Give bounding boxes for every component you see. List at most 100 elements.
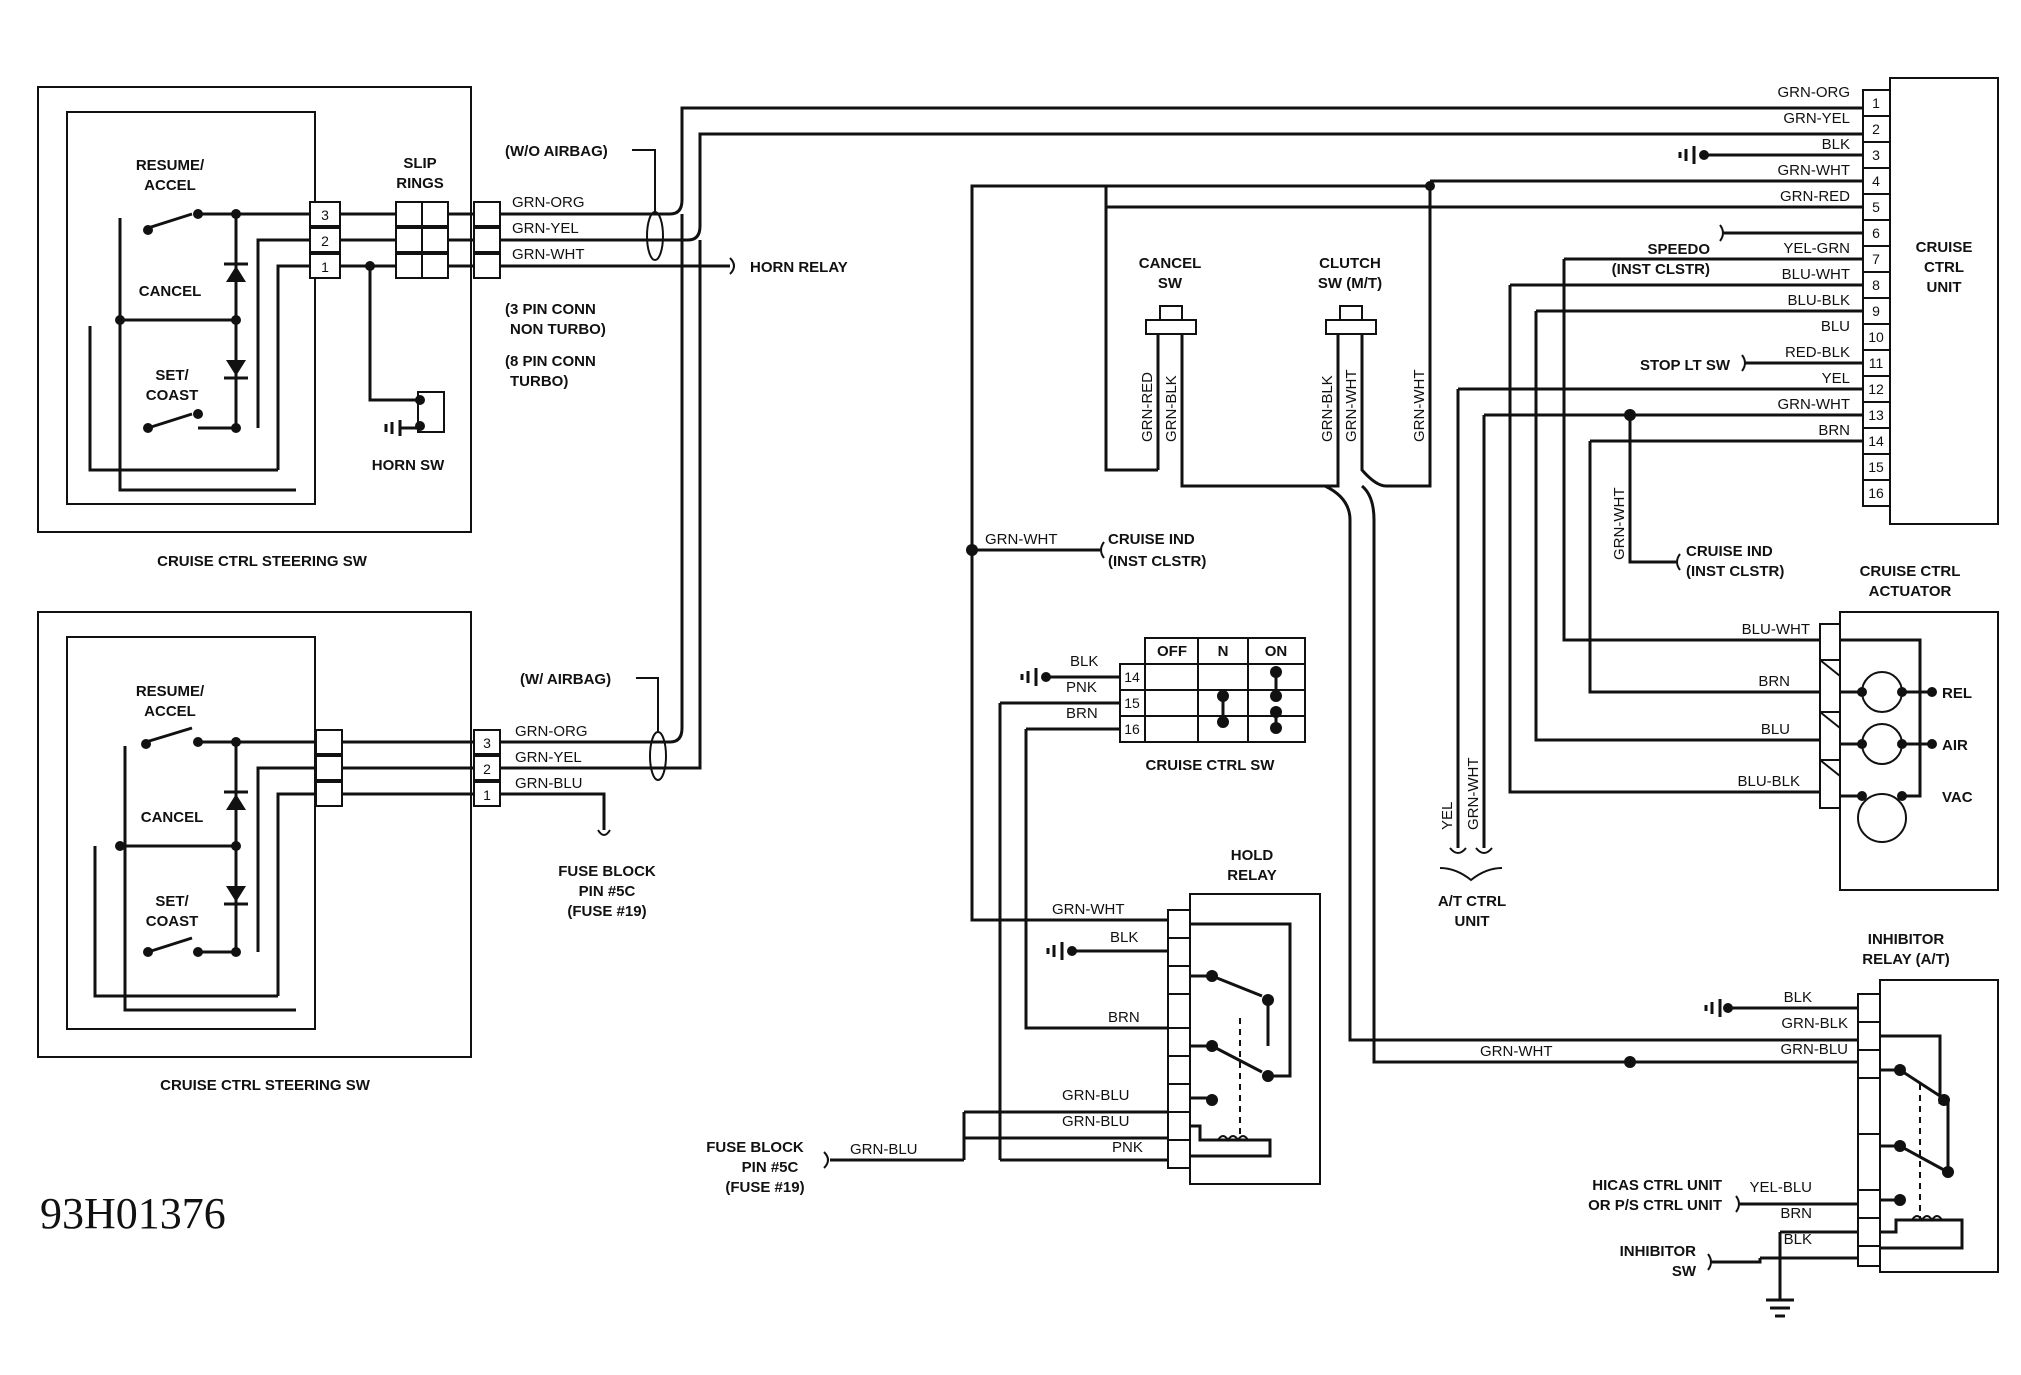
clutch-sw-wire-grn-wht: GRN-WHT — [1343, 370, 1360, 442]
upper-harness: GRN-ORG GRN-YEL GRN-WHT (W/O AIRBAG) HOR… — [500, 106, 1863, 390]
at-ctrl-label-2: UNIT — [1455, 913, 1490, 930]
unit-pin-13: 13 — [1868, 407, 1884, 423]
lower-resume-label-1: RESUME/ — [136, 683, 205, 700]
lower-side-connector — [315, 729, 343, 807]
actuator-label-2: ACTUATOR — [1869, 583, 1952, 600]
clutch-sw-wire-grn-blk: GRN-BLK — [1319, 375, 1336, 442]
fuse-block-a-line2: PIN #5C — [579, 883, 636, 900]
upper-steering-sw-inner — [66, 111, 316, 505]
hicas-label-1: HICAS CTRL UNIT — [1592, 1177, 1722, 1194]
at-ctrl-unit: YEL GRN-WHT A/T CTRL UNIT — [1438, 758, 1506, 930]
clutch-switch: CLUTCH SW (M/T) GRN-BLK GRN-WHT GRN-WHT — [1318, 186, 1670, 1064]
w-airbag-label: (W/ AIRBAG) — [520, 671, 611, 688]
conn-note-1b: NON TURBO) — [510, 321, 606, 338]
inhibitor-wire-yel-blu: YEL-BLU — [1749, 1179, 1812, 1196]
fuse-block-a-line3: (FUSE #19) — [567, 903, 646, 920]
upper-resume-label-2: ACCEL — [144, 177, 196, 194]
unit-pin-12: 12 — [1868, 381, 1884, 397]
unit-pin-11: 11 — [1869, 355, 1884, 371]
unit-wire-12: GRN-WHT — [1778, 396, 1850, 413]
upper-resume-label-1: RESUME/ — [136, 157, 205, 174]
upper-wire-grn-wht: GRN-WHT — [512, 246, 584, 263]
cruise-ind-left: GRN-WHT CRUISE IND (INST CLSTR) — [966, 181, 1435, 922]
upper-wire-grn-yel: GRN-YEL — [512, 220, 579, 237]
conn-note-2a: (8 PIN CONN — [505, 353, 596, 370]
hold-relay-wire-grn-blu-2: GRN-BLU — [1062, 1113, 1130, 1130]
unit-wire-6: YEL-GRN — [1783, 240, 1850, 257]
hold-relay: HOLD RELAY GRN-WHT BLK BRN GRN-BLU GRN-B… — [706, 847, 1321, 1196]
clutch-sw-label-1: CLUTCH — [1319, 255, 1381, 272]
cancel-sw-wire-grn-red: GRN-RED — [1139, 372, 1156, 442]
actuator-port-vac: VAC — [1942, 789, 1973, 806]
lower-set-label-1: SET/ — [155, 893, 189, 910]
hold-relay-label-2: RELAY — [1227, 867, 1276, 884]
ctrl-sw-header-off: OFF — [1157, 643, 1187, 660]
fuse-b-wire: GRN-BLU — [850, 1141, 918, 1158]
unit-wire-10: RED-BLK — [1785, 344, 1850, 361]
unit-wire-5: GRN-RED — [1780, 188, 1850, 205]
unit-pin-14: 14 — [1868, 433, 1884, 449]
unit-pin-4: 4 — [1872, 173, 1880, 189]
upper-set-label-1: SET/ — [155, 367, 189, 384]
hold-relay-label-1: HOLD — [1231, 847, 1274, 864]
actuator-wire-blu-wht: BLU-WHT — [1742, 621, 1810, 638]
unit-pin-9: 9 — [1872, 303, 1880, 319]
cancel-switch: CANCEL SW GRN-RED GRN-BLK — [1104, 212, 1325, 488]
upper-steering-switch: RESUME/ ACCEL CANCEL SET/ COAST — [37, 86, 472, 570]
cruise-unit-label-3: UNIT — [1927, 279, 1962, 296]
inhibitor-relay-label-2: RELAY (A/T) — [1862, 951, 1950, 968]
fuse-block-a-line1: FUSE BLOCK — [558, 863, 656, 880]
upper-wire-grn-org: GRN-ORG — [512, 194, 585, 211]
ctrl-sw-header-on: ON — [1265, 643, 1288, 660]
lower-pin-2: 2 — [483, 761, 491, 777]
cruise-ind-left-wire: GRN-WHT — [985, 531, 1057, 548]
hold-relay-wire-brn: BRN — [1108, 1009, 1140, 1026]
at-ctrl-label-1: A/T CTRL — [1438, 893, 1506, 910]
upper-pin-3: 3 — [321, 207, 329, 223]
unit-pin-1: 1 — [1872, 95, 1880, 111]
unit-wire-7: BLU-WHT — [1782, 266, 1850, 283]
cancel-sw-label-1: CANCEL — [1139, 255, 1202, 272]
ctrl-sw-header-n: N — [1218, 643, 1229, 660]
inhibitor-sw-label-1: INHIBITOR — [1620, 1243, 1697, 1260]
lower-steering-sw-caption: CRUISE CTRL STEERING SW — [160, 1077, 371, 1094]
inhibitor-wire-brn: BRN — [1780, 1205, 1812, 1222]
ctrl-sw-pin-14: 14 — [1124, 669, 1140, 685]
cruise-unit-label-1: CRUISE — [1916, 239, 1973, 256]
upper-steering-sw-outer — [37, 86, 472, 533]
cruise-ind-right-label-1: CRUISE IND — [1686, 543, 1773, 560]
lower-steering-sw-inner — [66, 636, 316, 1030]
cruise-unit-pins: 1 2 3 4 5 6 7 8 9 10 11 12 13 14 15 16 — [1862, 89, 1891, 507]
unit-pin-15: 15 — [1868, 459, 1884, 475]
inhibitor-relay-label-1: INHIBITOR — [1868, 931, 1945, 948]
horn-sw-label: HORN SW — [372, 457, 445, 474]
unit-wire-13: BRN — [1818, 422, 1850, 439]
unit-pin-5: 5 — [1872, 199, 1880, 215]
cruise-ind-right-wire: GRN-WHT — [1611, 488, 1628, 560]
clutch-side-wire-grn-wht: GRN-WHT — [1411, 370, 1428, 442]
cruise-unit-wires: GRN-ORG GRN-YEL BLK GRN-WHT GRN-RED YEL-… — [1104, 84, 1863, 848]
actuator-wire-blu: BLU — [1761, 721, 1790, 738]
ctrl-sw-wire-pnk: PNK — [1066, 679, 1097, 696]
lower-pin-3: 3 — [483, 735, 491, 751]
unit-wire-9: BLU — [1821, 318, 1850, 335]
upper-cancel-label: CANCEL — [139, 283, 202, 300]
upper-switch-contacts — [88, 209, 310, 492]
cruise-ctrl-unit: CRUISE CTRL UNIT 1 2 3 4 5 6 7 — [1104, 77, 1999, 848]
lower-cancel-label: CANCEL — [141, 809, 204, 826]
at-ctrl-wire-yel: YEL — [1439, 802, 1456, 830]
clutch-sw-label-2: SW (M/T) — [1318, 275, 1382, 292]
actuator-wire-blu-blk: BLU-BLK — [1737, 773, 1800, 790]
lower-pin-1: 1 — [483, 787, 491, 803]
conn-note-1a: (3 PIN CONN — [505, 301, 596, 318]
lower-wire-grn-blu: GRN-BLU — [515, 775, 583, 792]
cruise-ind-left-label-1: CRUISE IND — [1108, 531, 1195, 548]
lower-steering-sw-outer — [37, 611, 472, 1058]
upper-set-label-2: COAST — [146, 387, 199, 404]
hicas-label-2: OR P/S CTRL UNIT — [1588, 1197, 1722, 1214]
hold-relay-wire-pnk: PNK — [1112, 1139, 1143, 1156]
slip-rings-label-2: RINGS — [396, 175, 444, 192]
inhibitor-sw-label-2: SW — [1672, 1263, 1697, 1280]
fuse-block-b-line3: (FUSE #19) — [725, 1179, 804, 1196]
